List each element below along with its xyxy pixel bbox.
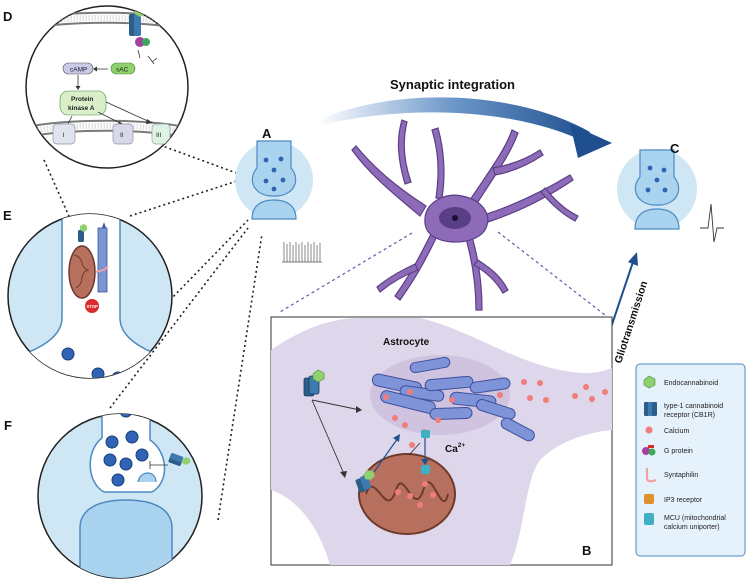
panel-e-label: E — [3, 208, 12, 223]
pka-label-line2: kinase A — [68, 105, 95, 112]
legend-label-mcu-line1: MCU (mitochondrial — [664, 515, 726, 522]
legend-label-cb1r-line2: receptor (CB1R) — [664, 412, 715, 419]
panel-c-synapse — [617, 149, 697, 230]
connector-lines-blue — [279, 231, 606, 316]
complex-ii-label: II — [120, 132, 124, 139]
legend-label-cb1r-line1: type-1 cannabinoid — [664, 403, 723, 410]
panel-c-label: C — [670, 141, 680, 156]
neuron-nucleolus — [452, 215, 458, 221]
synaptic-integration-arrow — [318, 97, 612, 158]
legend-box — [635, 363, 746, 557]
synaptic-integration-label: Synaptic integration — [390, 77, 515, 92]
legend-icon-calcium — [645, 426, 653, 434]
legend-label-endocannabinoid: Endocannabinoid — [664, 380, 718, 387]
neuron — [351, 119, 579, 311]
panel-f-label: F — [4, 418, 12, 433]
spike-train — [282, 242, 322, 263]
legend-icon-cb1r — [644, 402, 657, 416]
astrocyte-label: Astrocyte — [383, 337, 430, 348]
pka-label-line1: Protein — [71, 96, 93, 103]
legend-label-g-protein: G protein — [664, 448, 693, 455]
complex-iii-label: III — [156, 132, 162, 139]
sac-label: sAC — [116, 67, 129, 74]
complex-i-label: I — [63, 132, 65, 139]
panel-a-synapse — [235, 140, 313, 220]
legend-label-calcium: Calcium — [664, 428, 689, 435]
stop-sign-label: STOP — [87, 304, 99, 309]
panel-b-label: B — [582, 543, 591, 558]
action-potential-trace — [700, 203, 724, 243]
panel-d-label: D — [3, 9, 12, 24]
camp-label: cAMP — [70, 67, 87, 74]
calcium-ion-label: Ca2+ — [445, 442, 465, 455]
legend-icon-syntaphilin — [645, 468, 657, 483]
legend-icon-endocannabinoid — [643, 375, 656, 389]
legend-icon-g-protein — [642, 445, 656, 456]
legend-label-mcu-line2: calcium uniporter) — [664, 524, 720, 531]
legend-label-syntaphilin: Syntaphilin — [664, 472, 698, 479]
legend-icon-mcu — [644, 513, 654, 525]
panel-a-label: A — [262, 126, 272, 141]
legend-label-ip3-receptor: IP3 receptor — [664, 497, 703, 504]
panel-b-astrocyte — [271, 318, 612, 565]
gliotransmission-label: Gliotransmission — [612, 280, 650, 365]
legend-icon-ip3-receptor — [644, 494, 654, 504]
panel-f-content — [79, 414, 190, 578]
